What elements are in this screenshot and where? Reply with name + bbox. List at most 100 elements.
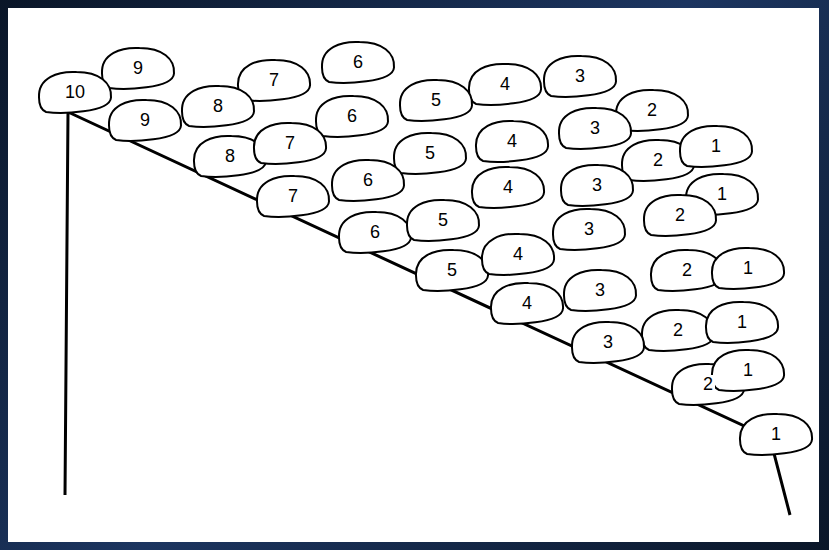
stone-block: 4 (470, 164, 546, 210)
stone-number: 6 (351, 53, 365, 71)
stone-block: 1 (710, 347, 786, 393)
stone-block: 6 (314, 93, 390, 139)
stone-shape (740, 414, 812, 455)
stone-number: 4 (520, 294, 534, 312)
stone-block: 3 (542, 53, 618, 99)
stone-block: 3 (562, 267, 638, 313)
stone-number: 5 (436, 211, 450, 229)
stone-number: 2 (680, 261, 694, 279)
stone-number: 9 (138, 111, 152, 129)
stone-shape (561, 165, 633, 206)
stone-shape (472, 167, 544, 208)
stone-shape (332, 160, 404, 201)
stone-block: 3 (570, 319, 646, 365)
stone-number: 1 (709, 137, 723, 155)
stone-number: 7 (267, 71, 281, 89)
slope-outline (65, 112, 790, 515)
stone-block: 4 (480, 231, 556, 277)
stone-shape (257, 176, 329, 217)
stone-shape (572, 322, 644, 363)
stone-shape (544, 56, 616, 97)
stone-number: 10 (63, 83, 87, 101)
stone-number: 6 (345, 107, 359, 125)
stone-block: 3 (559, 162, 635, 208)
stone-shape (564, 270, 636, 311)
stone-number: 8 (211, 97, 225, 115)
stone-number: 2 (671, 321, 685, 339)
stone-block: 4 (474, 118, 550, 164)
stone-shape (254, 123, 326, 164)
stone-number: 1 (715, 185, 729, 203)
stone-number: 3 (601, 333, 615, 351)
stone-block: 5 (398, 77, 474, 123)
stone-shape (469, 64, 541, 105)
stone-block: 10 (37, 69, 113, 115)
stone-number: 4 (505, 132, 519, 150)
stone-number: 2 (645, 101, 659, 119)
stone-number: 7 (283, 134, 297, 152)
stone-block: 3 (551, 206, 627, 252)
stone-number: 1 (741, 361, 755, 379)
stone-shape (476, 121, 548, 162)
stone-number: 4 (511, 245, 525, 263)
stone-number: 9 (131, 59, 145, 77)
stone-shape (102, 48, 174, 89)
stone-block: 8 (180, 83, 256, 129)
stone-number: 3 (593, 281, 607, 299)
stone-shape (559, 108, 631, 149)
stone-block: 5 (405, 197, 481, 243)
stone-number: 1 (769, 425, 783, 443)
stone-shape (712, 350, 784, 391)
stone-shape (482, 234, 554, 275)
stone-number: 3 (582, 220, 596, 238)
stone-number: 5 (445, 261, 459, 279)
stone-block: 4 (489, 280, 565, 326)
stone-block: 1 (710, 245, 786, 291)
stone-shape (394, 133, 466, 174)
stone-block: 1 (678, 123, 754, 169)
stone-block: 2 (642, 192, 718, 238)
stone-number: 4 (498, 75, 512, 93)
stone-number: 4 (501, 178, 515, 196)
stone-number: 2 (651, 151, 665, 169)
stone-shape (644, 195, 716, 236)
stone-shape (316, 96, 388, 137)
stone-shape (339, 212, 411, 253)
stone-block: 5 (392, 130, 468, 176)
stone-shape (680, 126, 752, 167)
stone-shape (182, 86, 254, 127)
stone-shape (39, 72, 111, 113)
stone-block: 1 (704, 299, 780, 345)
stone-block: 9 (107, 97, 183, 143)
stone-shape (416, 250, 488, 291)
stone-number: 1 (741, 259, 755, 277)
stone-block: 6 (330, 157, 406, 203)
stone-block: 6 (320, 39, 396, 85)
stone-block: 4 (467, 61, 543, 107)
stone-shape (407, 200, 479, 241)
stone-block: 3 (557, 105, 633, 151)
stone-number: 6 (368, 223, 382, 241)
stone-block: 5 (414, 247, 490, 293)
stone-number: 3 (573, 67, 587, 85)
stone-number: 8 (223, 147, 237, 165)
stone-shape (642, 310, 714, 351)
stone-number: 3 (590, 176, 604, 194)
stone-number: 7 (286, 187, 300, 205)
stone-shape (400, 80, 472, 121)
stone-block: 9 (100, 45, 176, 91)
stone-number: 2 (701, 375, 715, 393)
stone-number: 2 (673, 206, 687, 224)
stone-number: 1 (735, 313, 749, 331)
stone-shape (712, 248, 784, 289)
stone-shape (109, 100, 181, 141)
stone-number: 5 (429, 91, 443, 109)
stone-block: 2 (640, 307, 716, 353)
stone-shape (491, 283, 563, 324)
stone-block: 7 (255, 173, 331, 219)
stone-number: 5 (423, 144, 437, 162)
stone-number: 3 (588, 119, 602, 137)
stone-block: 1 (738, 411, 814, 457)
stone-block: 6 (337, 209, 413, 255)
